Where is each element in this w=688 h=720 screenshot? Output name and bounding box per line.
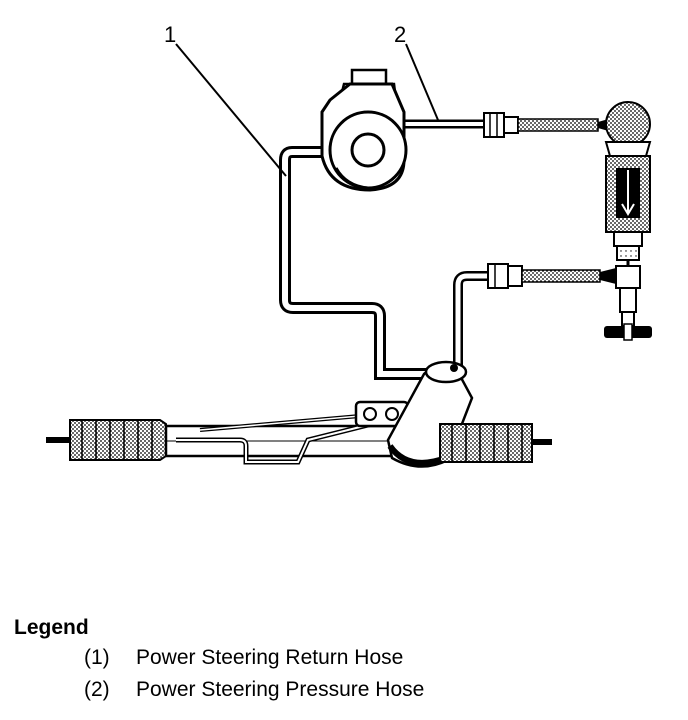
pressure-hose <box>400 112 612 138</box>
return-hose <box>279 146 430 380</box>
lower-pressure-line <box>453 260 652 368</box>
callout-2-leader <box>405 43 439 121</box>
legend-item: (2) Power Steering Pressure Hose <box>84 678 674 702</box>
legend-item-number: (1) <box>84 646 110 669</box>
power-steering-pump <box>320 68 408 192</box>
legend-item: (1) Power Steering Return Hose <box>84 646 674 670</box>
legend-item-label: Power Steering Return Hose <box>136 646 404 669</box>
legend-title: Legend <box>14 616 89 639</box>
power-steering-diagram <box>46 43 652 468</box>
callout-2-label: 2 <box>394 22 407 47</box>
pressure-valve-assembly <box>604 101 652 261</box>
legend-item-label: Power Steering Pressure Hose <box>136 678 425 701</box>
callout-1-label: 1 <box>164 22 177 47</box>
callout-1-leader <box>175 43 287 177</box>
legend: Legend (1) Power Steering Return Hose (2)… <box>14 616 674 710</box>
steering-rack <box>46 360 552 468</box>
legend-item-number: (2) <box>84 678 110 701</box>
